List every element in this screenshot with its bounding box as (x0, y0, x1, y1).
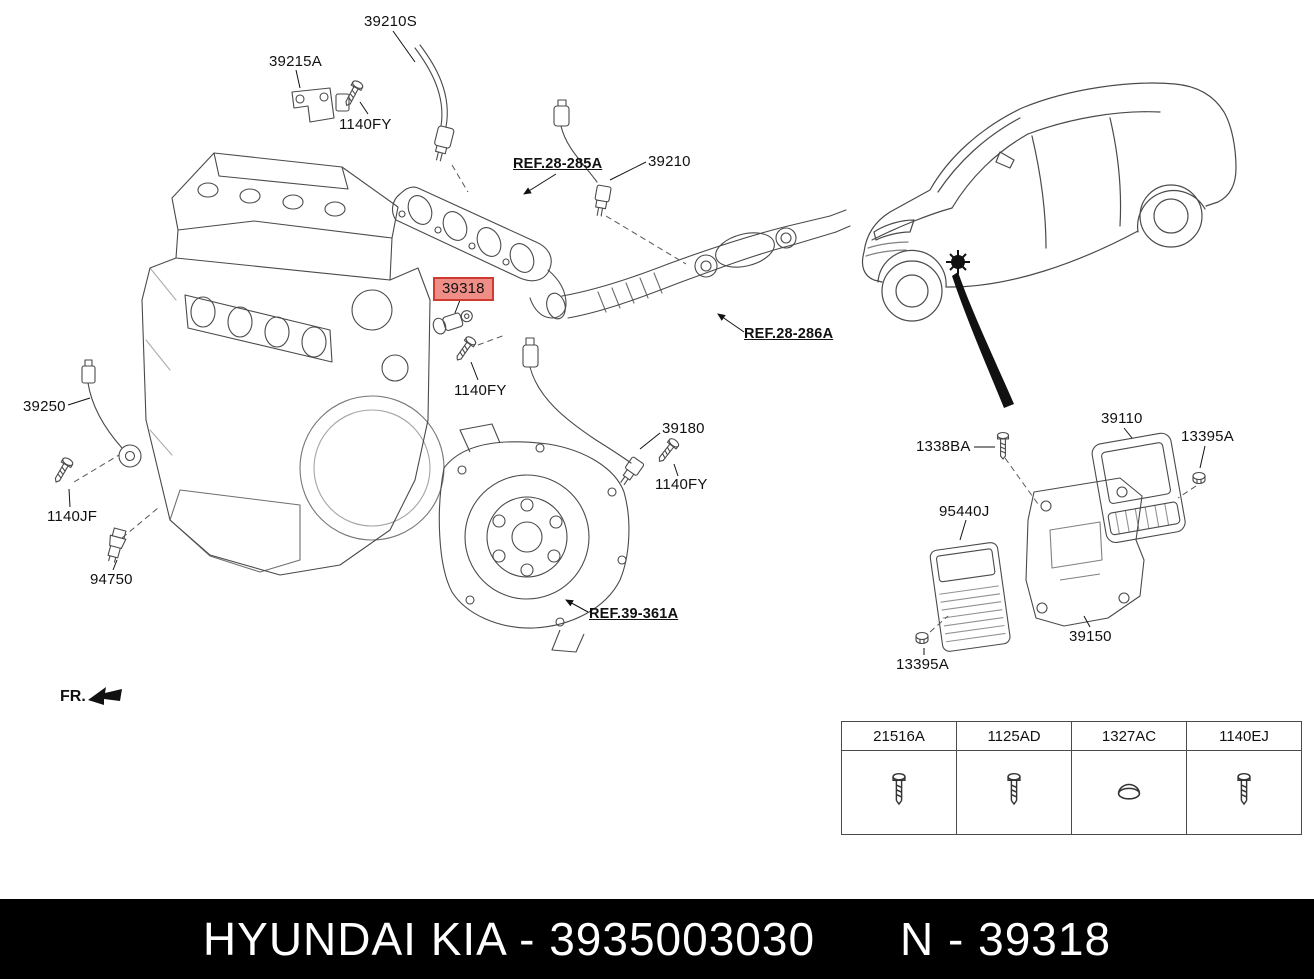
diagram-artwork (50, 30, 1237, 705)
part-label-39150[interactable]: 39150 (1069, 628, 1112, 645)
part-label-95440j[interactable]: 95440J (939, 503, 990, 520)
fastener-column-1327ac[interactable]: 1327AC (1071, 721, 1187, 751)
part-label-1140fy-mid[interactable]: 1140FY (454, 382, 507, 399)
ref-link-39-361a[interactable]: REF.39-361A (589, 606, 679, 622)
screw-icon (1007, 772, 1021, 805)
part-label-39210s[interactable]: 39210S (364, 13, 417, 30)
leader-lines (67, 30, 1206, 655)
part-label-39215a[interactable]: 39215A (269, 53, 322, 70)
footer-catalog-code: N - 39318 (900, 913, 1112, 965)
part-label-39250[interactable]: 39250 (23, 398, 66, 415)
fastener-table: 21516A 1125AD 1327AC 1140EJ (841, 721, 1302, 835)
engine-illustration (141, 152, 445, 576)
part-label-39210[interactable]: 39210 (648, 153, 691, 170)
plug-icon (1117, 783, 1141, 800)
fastener-column-1125ad[interactable]: 1125AD (956, 721, 1072, 751)
fastener-table-icon-row (841, 750, 1302, 835)
fastener-cell-21516a (841, 750, 957, 835)
assembly-dash-lines (73, 164, 1197, 633)
part-label-1140jf[interactable]: 1140JF (47, 508, 98, 525)
part-label-1140fy-top[interactable]: 1140FY (339, 116, 392, 133)
part-label-13395a-left[interactable]: 13395A (896, 656, 949, 673)
fastener-cell-1125ad (956, 750, 1072, 835)
front-direction-label: FR. (60, 688, 86, 705)
ecu-illustration (929, 432, 1186, 652)
transmission-illustration (438, 423, 630, 653)
sensors-illustration (50, 44, 1206, 645)
ref-link-28-285a[interactable]: REF.28-285A (513, 156, 603, 172)
part-label-39318-highlighted[interactable]: 39318 (433, 277, 494, 301)
part-label-39180[interactable]: 39180 (662, 420, 705, 437)
screw-icon (892, 772, 906, 805)
front-direction-arrow-icon (88, 687, 122, 705)
part-label-1338ba[interactable]: 1338BA (916, 438, 971, 455)
engine-location-marker (946, 250, 1014, 408)
footer-brand-and-part-number: HYUNDAI KIA - 3935003030 (202, 913, 816, 965)
part-label-13395a-right[interactable]: 13395A (1181, 428, 1234, 445)
car-illustration (861, 82, 1237, 322)
part-label-39110[interactable]: 39110 (1101, 410, 1143, 427)
fastener-column-1140ej[interactable]: 1140EJ (1186, 721, 1302, 751)
part-label-1140fy-low[interactable]: 1140FY (655, 476, 708, 493)
ref-link-28-286a[interactable]: REF.28-286A (744, 326, 834, 342)
fastener-column-21516a[interactable]: 21516A (841, 721, 957, 751)
footer-bar: HYUNDAI KIA - 3935003030 N - 39318 (0, 899, 1314, 979)
fastener-table-header-row: 21516A 1125AD 1327AC 1140EJ (841, 721, 1302, 751)
exhaust-illustration (391, 186, 851, 320)
fastener-cell-1327ac (1071, 750, 1187, 835)
fastener-cell-1140ej (1186, 750, 1302, 835)
part-label-94750[interactable]: 94750 (90, 571, 133, 588)
screw-icon (1237, 772, 1251, 805)
